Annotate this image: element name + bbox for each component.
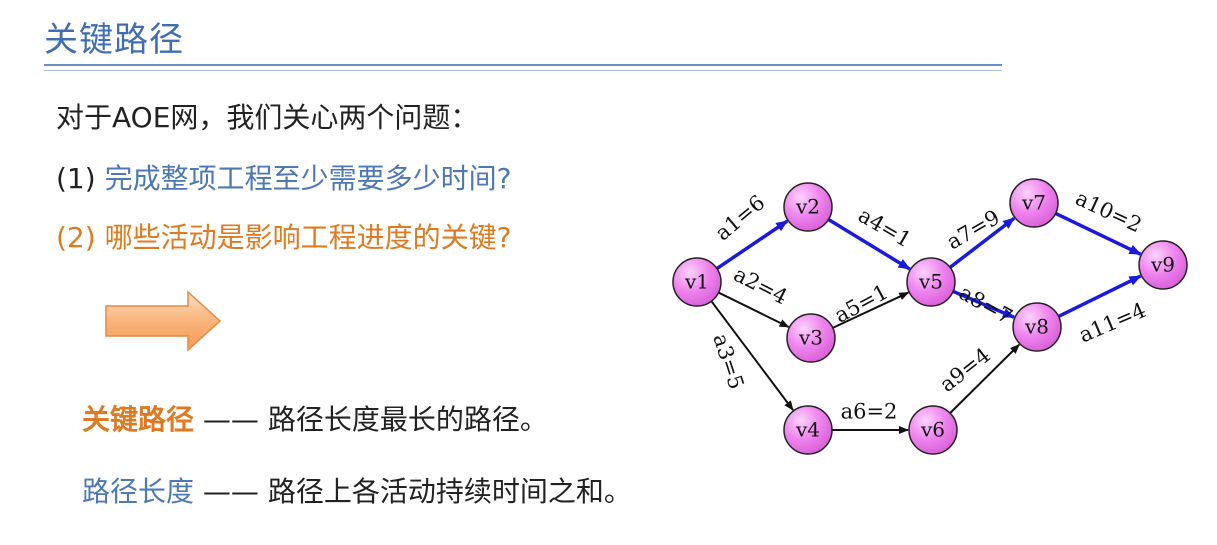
node-v9: [1138, 240, 1188, 290]
node-label: v2: [795, 195, 820, 219]
edge-v5-v8: [952, 289, 1015, 319]
edge-label: a3=5: [708, 331, 748, 392]
edge-v3-v5: [832, 291, 910, 329]
right-arrow-icon: [105, 290, 222, 352]
node-label: v4: [795, 418, 820, 442]
node-label: v8: [1024, 315, 1049, 339]
node-v6: [908, 405, 958, 455]
definition-critical-path: 关键路径 —— 路径长度最长的路径。: [82, 398, 548, 438]
definition-dash: ——: [194, 475, 268, 508]
node-label: v3: [798, 326, 823, 350]
edge-label: a11=4: [1075, 298, 1149, 348]
edge-v1-v4: [710, 300, 794, 411]
node-v4: [783, 405, 833, 455]
node-label: v1: [684, 270, 709, 294]
edge-label: a10=2: [1072, 186, 1146, 237]
question-1-number: (1): [56, 162, 96, 195]
node-label: v9: [1150, 253, 1175, 277]
path-length-term: 路径长度: [82, 475, 195, 508]
title-divider: [44, 64, 1002, 66]
edge-label: a5=1: [831, 280, 892, 328]
path-length-definition: 路径上各活动持续时间之和。: [267, 475, 632, 508]
question-1-text: 完成整项工程至少需要多少时间?: [104, 162, 512, 195]
edge-v7-v9: [1054, 211, 1142, 256]
node-v7: [1009, 178, 1059, 228]
edge-v6-v8: [949, 343, 1020, 414]
critical-path-definition: 路径长度最长的路径。: [267, 403, 548, 436]
question-1: (1) 完成整项工程至少需要多少时间?: [56, 157, 511, 197]
edge-label: a6=2: [841, 400, 898, 424]
page-title: 关键路径: [44, 20, 184, 60]
node-label: v5: [918, 270, 943, 294]
edge-label: a4=1: [854, 203, 915, 252]
node-v5: [906, 257, 956, 307]
node-v8: [1012, 302, 1062, 352]
edge-v2-v5: [827, 218, 911, 271]
edge-label: a8=7: [955, 280, 1016, 329]
edge-label: a9=4: [935, 343, 995, 397]
edge-label: a7=9: [943, 205, 1004, 254]
node-label: v7: [1021, 191, 1046, 215]
definition-path-length: 路径长度 —— 路径上各活动持续时间之和。: [82, 470, 632, 510]
node-v1: [672, 257, 722, 307]
node-label: v6: [920, 418, 945, 442]
definition-dash: ——: [194, 403, 268, 436]
edge-v1-v3: [718, 291, 790, 328]
edge-v5-v7: [948, 216, 1016, 269]
question-2: (2) 哪些活动是影响工程进度的关键?: [56, 221, 512, 254]
intro-text: 对于AOE网，我们关心两个问题：: [56, 101, 479, 134]
critical-path-term: 关键路径: [82, 403, 195, 436]
node-v3: [786, 313, 836, 363]
title-divider-thin: [44, 70, 1002, 71]
node-v2: [783, 182, 833, 232]
edge-v8-v9: [1057, 274, 1142, 318]
edge-v1-v2: [715, 219, 789, 271]
